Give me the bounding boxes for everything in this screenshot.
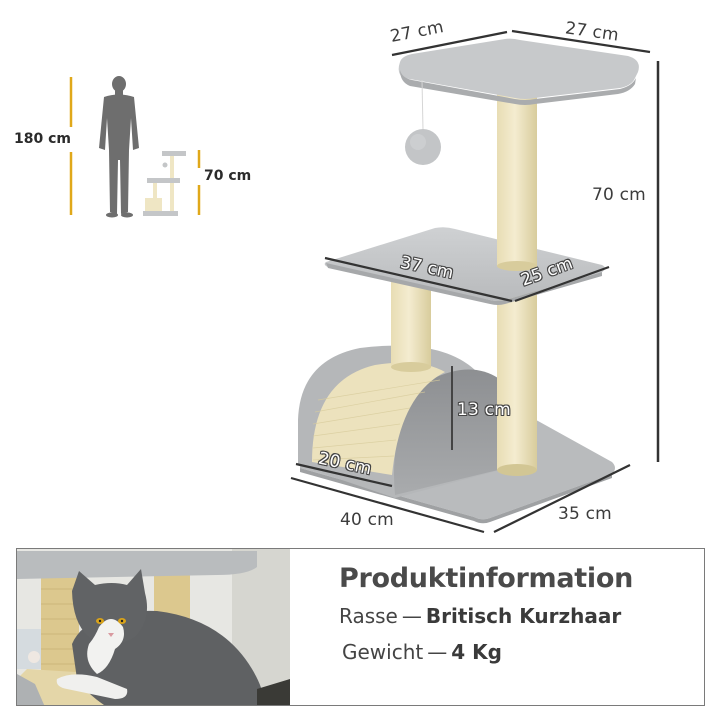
cat-photo [17,549,290,705]
cat-tree-illustration [298,38,639,524]
tall-sisal-post-lower [497,290,537,470]
middle-platform [324,227,605,301]
dim-line-base-depth [493,464,631,533]
dim-line-middle-depth [514,265,610,303]
dim-line-top-depth [511,29,651,54]
dim-line-base-width [290,476,485,534]
weight-separator: — [427,640,448,664]
breed-value: Britisch Kurzhaar [425,604,622,628]
breed-key: Rasse [339,604,398,628]
tree-height-label: 70 cm [204,168,252,184]
info-row-weight: Gewicht—4 Kg [342,640,633,664]
dim-line-ramp-width [295,462,393,488]
base-depth-label: 35 cm [558,504,612,524]
total-height-label: 70 cm [592,185,646,205]
tunnel-height-label: 13 cm [457,400,511,420]
person-height-label: 180 cm [14,131,71,147]
info-row-breed: Rasse—Britisch Kurzhaar [339,604,633,628]
short-sisal-post [391,282,431,367]
product-info-text: Produktinformation Rasse—Britisch Kurzha… [339,563,633,676]
top-platform [398,38,639,99]
toy-string [421,79,424,131]
dimension-lines [290,29,660,534]
cat-on-tree-photo-icon [17,549,290,705]
tall-sisal-post-upper [497,90,537,266]
person-silhouette-icon [99,76,139,218]
mini-cat-tree-icon [143,151,186,216]
dim-line-top-width [391,30,508,57]
weight-value: 4 Kg [451,640,502,664]
breed-separator: — [401,604,422,628]
weight-key: Gewicht [342,640,424,664]
dim-line-middle-width [324,256,513,303]
scale-reference [69,76,201,218]
base-width-label: 40 cm [340,510,394,530]
product-info-panel: Produktinformation Rasse—Britisch Kurzha… [16,548,705,706]
info-title: Produktinformation [339,563,634,594]
